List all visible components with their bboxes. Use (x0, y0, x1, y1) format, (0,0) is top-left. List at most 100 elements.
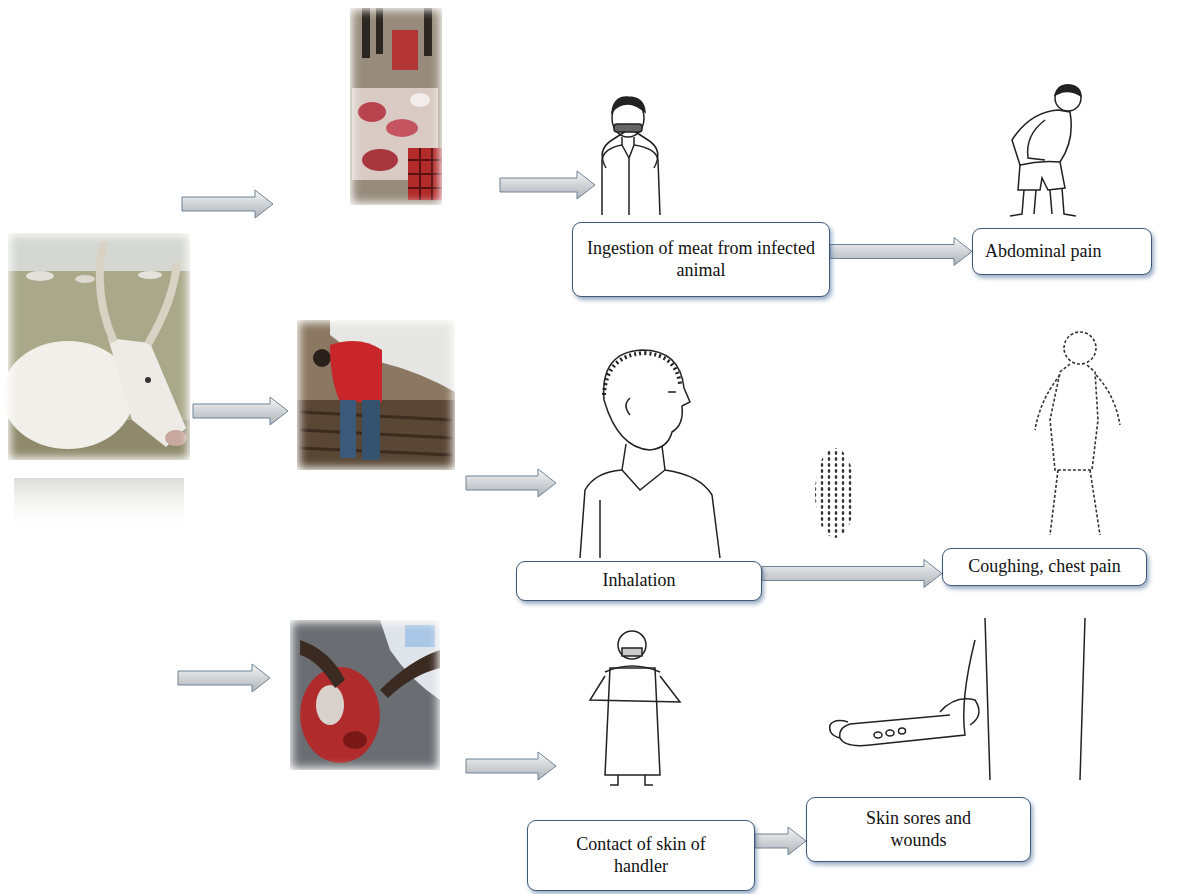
cow-photo (148, 262, 177, 344)
slaughter-photo (380, 620, 440, 700)
sores-figure (940, 699, 979, 725)
handler-figure (622, 648, 642, 656)
eating-figure (622, 145, 634, 215)
hide-photo (297, 320, 455, 470)
meat-photo (376, 8, 383, 54)
slaughter-photo (343, 731, 367, 749)
node-text: Inhalation (603, 570, 676, 592)
slaughter-photo (290, 620, 440, 770)
inhaling-figure (580, 350, 720, 558)
eating-figure (602, 145, 660, 215)
meat-photo (362, 149, 398, 171)
label-box: Coughing, chest pain (942, 548, 1147, 586)
hide-photo (340, 400, 356, 458)
slaughter-photo (290, 620, 440, 770)
label-box: Abdominal pain (972, 228, 1152, 275)
coughing-figure (1035, 332, 1120, 535)
cow-photo (100, 242, 114, 342)
handler-figure (590, 676, 680, 702)
pain-figure (1028, 120, 1045, 160)
hide-photo (313, 349, 331, 367)
inhaling-figure (668, 391, 676, 393)
inhaling-figure (580, 470, 720, 558)
handler-figure (618, 631, 646, 659)
label-box: Inhalation (516, 561, 762, 601)
label-box: Skin sores and wounds (806, 797, 1031, 862)
node-text: Ingestion of meat from infected animal (583, 238, 819, 281)
meat-photo (358, 102, 386, 122)
block-arrow (178, 171, 595, 780)
handler-figure (610, 775, 653, 785)
inhaling-figure (626, 398, 630, 415)
hide-photo (330, 341, 382, 402)
hide-photo (297, 320, 455, 470)
label-box: Contact of skin of handler (527, 820, 755, 891)
node-text: Coughing, chest pain (968, 556, 1120, 578)
pain-figure (1055, 85, 1081, 111)
coughing-figure (1035, 375, 1120, 430)
node-text: Abdominal pain (985, 241, 1101, 263)
meat-photo (350, 8, 442, 205)
cow-photo (145, 377, 151, 383)
inhaling-figure (600, 470, 665, 558)
sores-figure (874, 732, 882, 738)
handler-figure (605, 666, 660, 672)
meat-photo (392, 30, 418, 70)
slaughter-photo (405, 625, 435, 647)
inhaling-figure (604, 350, 690, 450)
cow-photo (165, 430, 187, 446)
block-arrow (755, 827, 806, 855)
hide-photo (362, 400, 380, 460)
meat-photo (410, 93, 430, 107)
node-text: Contact of skin of handler (556, 834, 726, 877)
label-box: Ingestion of meat from infected animal (572, 222, 830, 297)
slaughter-photo (316, 685, 344, 725)
eating-figure (614, 124, 642, 132)
block-arrow (830, 238, 972, 266)
cow-reflection (14, 478, 184, 530)
block-arrow (182, 190, 273, 218)
cow-photo (26, 271, 54, 281)
eating-figure (612, 97, 645, 112)
handler-figure (590, 631, 680, 785)
block-arrow (466, 469, 556, 497)
sores-figure (985, 618, 1085, 780)
cow-photo (2, 233, 190, 460)
sores-figure (899, 728, 906, 734)
slaughter-photo (380, 650, 440, 698)
spore-cloud (815, 448, 855, 538)
block-arrow (762, 560, 942, 588)
cow-photo (108, 338, 186, 447)
cow-photo (75, 275, 95, 283)
cow-reflection (14, 478, 184, 530)
cow-photo (138, 271, 162, 279)
pain-figure (1010, 85, 1081, 216)
meat-photo (386, 119, 418, 137)
sores-figure (840, 640, 975, 746)
coughing-figure (1064, 332, 1096, 364)
meat-photo (362, 8, 370, 58)
sores-figure (830, 721, 848, 738)
eating-figure (602, 131, 658, 168)
pain-figure (1012, 110, 1071, 165)
spore-cloud (815, 448, 855, 538)
inhaling-figure (604, 353, 680, 395)
hide-photo (297, 400, 455, 470)
eating-figure (622, 137, 634, 145)
pain-figure (1010, 188, 1076, 216)
eating-figure (602, 97, 660, 215)
slaughter-photo (300, 640, 345, 688)
pain-figure (1018, 162, 1065, 190)
meat-photo (424, 8, 432, 56)
meat-photo (408, 148, 442, 200)
block-arrow (466, 752, 556, 780)
block-arrow (193, 397, 288, 425)
meat-photo (408, 148, 442, 200)
sores-figure (886, 730, 894, 736)
coughing-figure (1050, 470, 1100, 535)
block-arrow (178, 664, 270, 692)
block-arrow (500, 171, 595, 199)
